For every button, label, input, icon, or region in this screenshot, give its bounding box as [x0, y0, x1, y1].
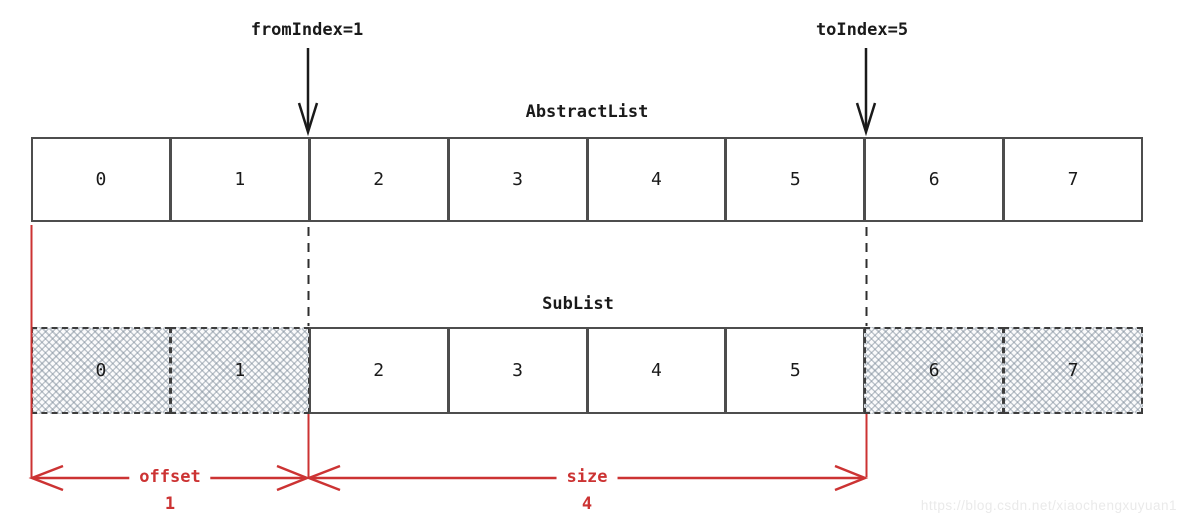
watermark-url: https://blog.csdn.net/xiaochengxuyuan1 — [920, 498, 1177, 513]
abstract-cell-3: 3 — [447, 137, 588, 222]
sub-cell-4: 4 — [586, 327, 727, 414]
abstract-cell-4: 4 — [586, 137, 727, 222]
sub-cell-2: 2 — [308, 327, 449, 414]
abstract-cell-6: 6 — [864, 137, 1005, 222]
sub-cell-3: 3 — [447, 327, 588, 414]
abstract-cell-2: 2 — [308, 137, 449, 222]
sub-cell-1-excluded: 1 — [169, 327, 310, 414]
abstract-cell-0: 0 — [31, 137, 171, 222]
size-value: 4 — [581, 494, 593, 514]
offset-label: offset — [129, 466, 211, 488]
sub-list-title: SubList — [542, 294, 614, 314]
abstract-list-row: 0 1 2 3 4 5 6 7 — [31, 137, 1143, 222]
sub-cell-0-excluded: 0 — [31, 327, 171, 414]
abstract-cell-1: 1 — [169, 137, 310, 222]
abstract-cell-5: 5 — [725, 137, 866, 222]
sub-cell-5: 5 — [725, 327, 866, 414]
to-index-label: toIndex=5 — [815, 20, 909, 40]
sub-cell-6-excluded: 6 — [864, 327, 1005, 414]
abstract-list-title: AbstractList — [525, 102, 649, 122]
to-index-arrow-icon — [855, 48, 877, 137]
abstract-cell-7: 7 — [1003, 137, 1143, 222]
size-label: size — [556, 466, 618, 488]
sub-list-row: 0 1 2 3 4 5 6 7 — [31, 327, 1143, 414]
sub-cell-7-excluded: 7 — [1003, 327, 1143, 414]
from-index-label: fromIndex=1 — [250, 20, 364, 40]
offset-value: 1 — [164, 494, 176, 514]
from-index-arrow-icon — [297, 48, 319, 137]
